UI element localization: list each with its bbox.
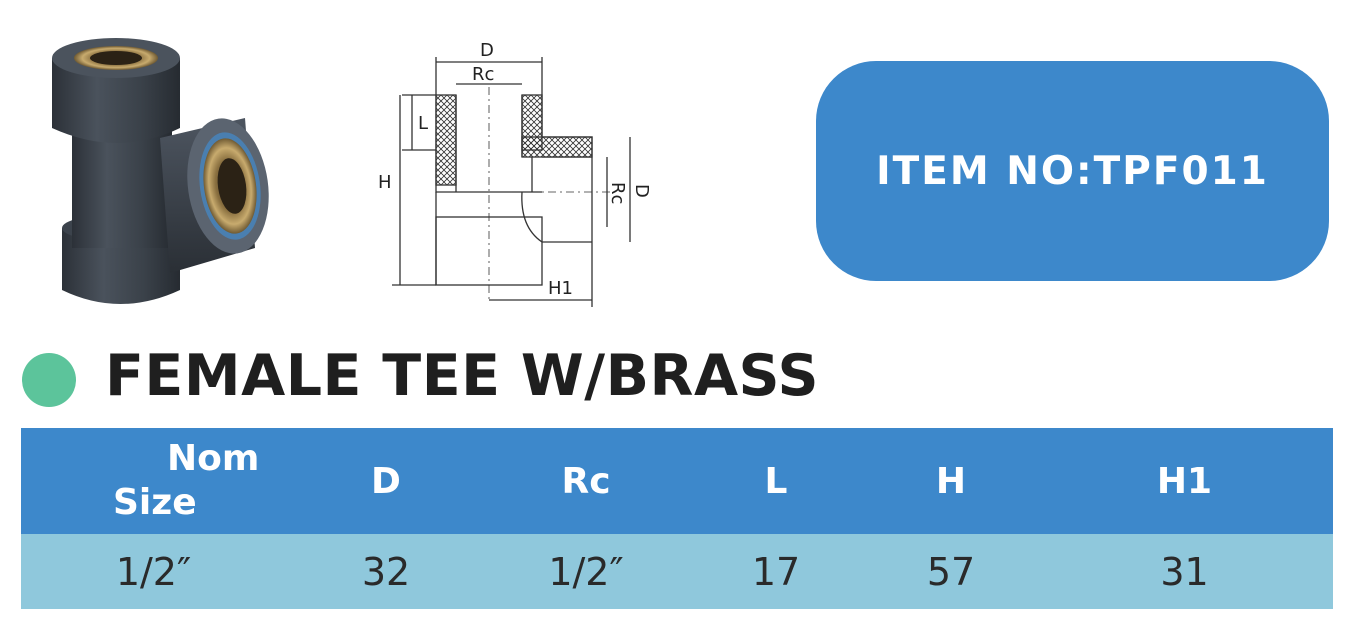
drawing-label-rc-top: Rc bbox=[472, 64, 494, 85]
cell-h1: 31 bbox=[1036, 534, 1333, 609]
header-l: L bbox=[686, 428, 866, 534]
drawing-label-d-top: D bbox=[480, 40, 494, 61]
cell-d: 32 bbox=[286, 534, 486, 609]
cell-l: 17 bbox=[686, 534, 866, 609]
item-number: ITEM NO:TPF011 bbox=[876, 148, 1269, 194]
header-rc: Rc bbox=[486, 428, 686, 534]
page-title: FEMALE TEE W/BRASS bbox=[105, 343, 820, 409]
cell-h: 57 bbox=[866, 534, 1036, 609]
drawing-label-h1: H1 bbox=[548, 278, 573, 299]
cell-nom: 1/2″ bbox=[21, 534, 286, 609]
product-photo bbox=[52, 38, 269, 304]
header-d: D bbox=[286, 428, 486, 534]
header-nom: Nom bbox=[167, 438, 260, 479]
drawing-label-l: L bbox=[418, 113, 428, 134]
drawing-label-h: H bbox=[378, 172, 392, 193]
header-nom-size: Nom Size bbox=[21, 428, 286, 534]
header-size: Size bbox=[113, 482, 197, 523]
drawing-label-rc-side: Rc bbox=[607, 182, 628, 204]
item-number-box: ITEM NO:TPF011 bbox=[816, 61, 1329, 281]
cell-rc: 1/2″ bbox=[486, 534, 686, 609]
table-header-row: Nom Size D Rc L H H1 bbox=[21, 428, 1333, 534]
dimension-drawing: D Rc L H Rc D H1 bbox=[378, 40, 652, 307]
drawing-label-d-side: D bbox=[631, 184, 652, 198]
spec-table: Nom Size D Rc L H H1 1/2″ 32 1/2″ 17 57 … bbox=[21, 428, 1333, 609]
header-h1: H1 bbox=[1036, 428, 1333, 534]
table-row: 1/2″ 32 1/2″ 17 57 31 bbox=[21, 534, 1333, 609]
title-bullet bbox=[22, 353, 76, 407]
header-h: H bbox=[866, 428, 1036, 534]
